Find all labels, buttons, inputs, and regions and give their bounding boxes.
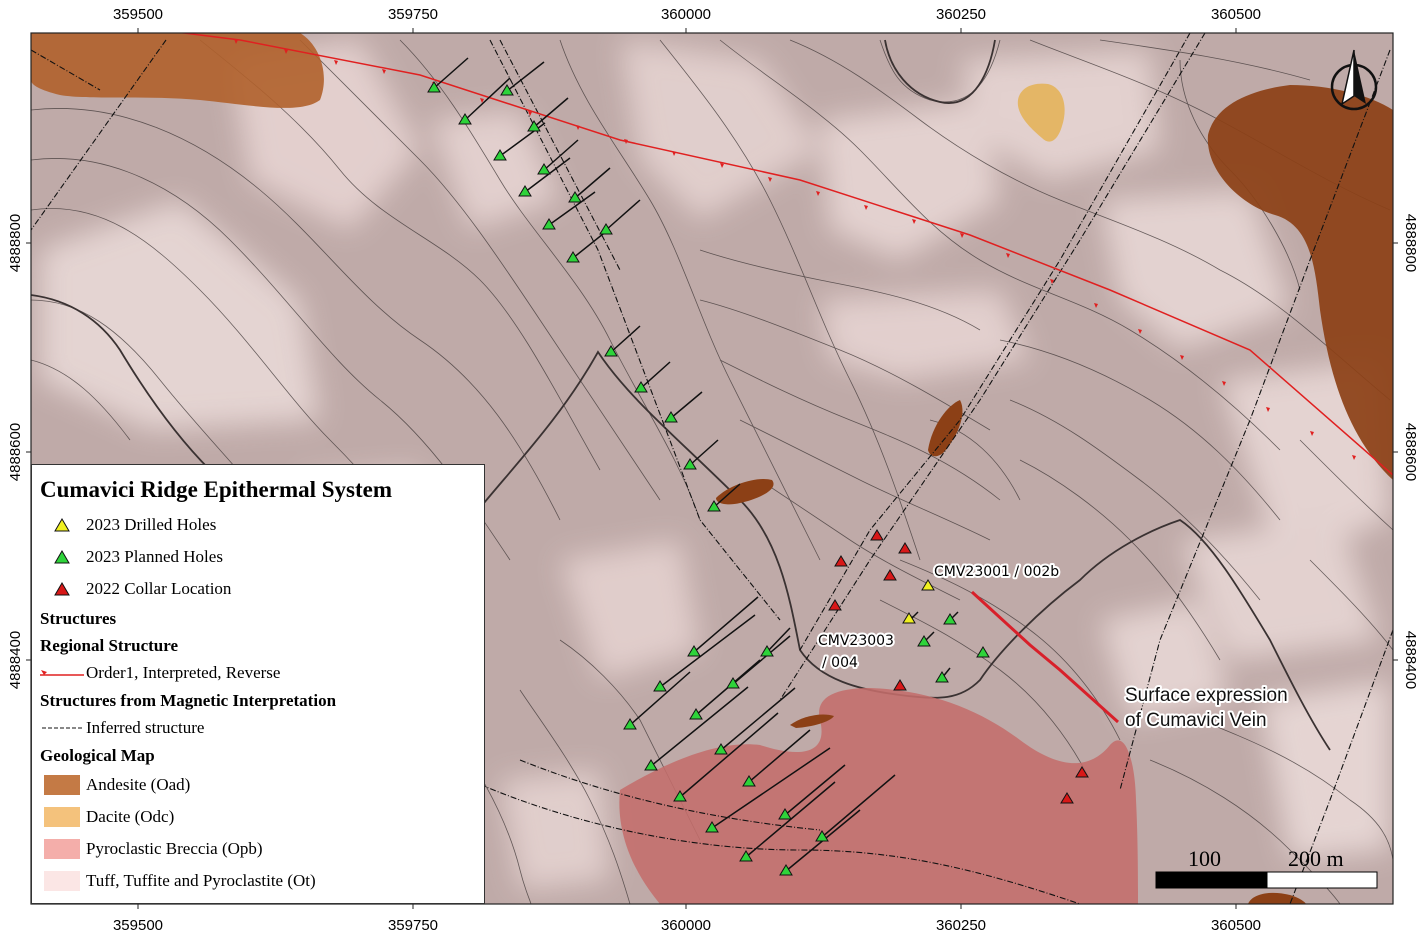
drilled-2023-marker [921, 579, 935, 591]
andesite-unit-nw [31, 33, 324, 108]
regional-reverse-fault [177, 33, 1393, 476]
legend-title: Cumavici Ridge Epithermal System [40, 477, 393, 502]
planned-holes-label-2: / 004 [822, 655, 858, 671]
dacite-swatch [40, 807, 84, 827]
frame-ticks [26, 28, 1398, 909]
y-axis-right: 4888800 4888600 4888400 [1402, 214, 1419, 689]
tuff-swatch-fill [44, 871, 80, 891]
andesite-swatch-fill [44, 775, 80, 795]
drilled-2023-markers [902, 579, 935, 624]
dacite-unit [1017, 83, 1065, 142]
scale-bar: 100 200 m [1155, 846, 1378, 889]
collar-2022-marker [1060, 792, 1074, 804]
cumavici-vein-trace [970, 590, 1120, 724]
x-tick-label: 360250 [936, 917, 986, 934]
drilled-label-halo: CMV23001 / 002b [934, 564, 1059, 580]
collar-2022-marker [883, 569, 897, 581]
map-legend: Cumavici Ridge Epithermal System 2023 Dr… [31, 464, 485, 904]
legend-item-planned: 2023 Planned Holes [40, 541, 484, 573]
collar-2022-markers [828, 529, 1089, 804]
legend-item-reverse-fault: Order1, Interpreted, Reverse [40, 659, 484, 687]
andesite-lens-3 [790, 714, 834, 728]
legend-item-inferred-structure: Inferred structure [40, 714, 484, 742]
vein-label-halo-1: Surface expression [1125, 685, 1288, 706]
andesite-lens-2 [716, 478, 774, 505]
drilled-2023-marker [902, 612, 916, 624]
green-triangle-icon [40, 547, 84, 567]
dacite-swatch-fill [44, 807, 80, 827]
y-tick-label: 4888600 [1402, 423, 1419, 481]
drilled-holes-label: CMV23001 / 002b [934, 564, 1059, 580]
y-axis-left: 4888800 4888600 4888400 [7, 214, 24, 689]
legend-label: Inferred structure [86, 718, 205, 737]
planned-label-halo-2: / 004 [822, 655, 858, 671]
legend-label: 2023 Planned Holes [86, 547, 223, 566]
legend-label: Andesite (Oad) [86, 775, 191, 794]
collar-2022-marker [834, 555, 848, 567]
legend-item-andesite: Andesite (Oad) [40, 769, 484, 801]
legend-header-magnetic: Structures from Magnetic Interpretation [40, 691, 337, 710]
legend-item-tuff: Tuff, Tuffite and Pyroclastite (Ot) [40, 865, 484, 897]
x-tick-label: 359750 [388, 917, 438, 934]
collar-2022-marker [898, 542, 912, 554]
vein-label-line-2: of Cumavici Vein [1125, 710, 1267, 731]
north-arrow-icon [1330, 49, 1378, 111]
y-tick-label: 4888800 [1402, 214, 1419, 272]
legend-label: 2022 Collar Location [86, 579, 232, 598]
tuff-swatch [40, 871, 84, 891]
x-axis-bottom: 359500 359750 360000 360250 360500 [113, 917, 1261, 934]
y-tick-label: 4888800 [7, 214, 24, 272]
andesite-swatch [40, 775, 84, 795]
dashed-line-icon [40, 718, 84, 738]
legend-label: Tuff, Tuffite and Pyroclastite (Ot) [86, 871, 316, 890]
collar-2022-marker [828, 599, 842, 611]
x-tick-label: 360250 [936, 6, 986, 23]
y-tick-label: 4888400 [1402, 631, 1419, 689]
legend-item-pyroclastic-breccia: Pyroclastic Breccia (Opb) [40, 833, 484, 865]
legend-label: 2023 Drilled Holes [86, 515, 217, 534]
x-tick-label: 360000 [661, 917, 711, 934]
breccia-swatch [40, 839, 84, 859]
x-axis-top: 359500 359750 360000 360250 360500 [113, 6, 1261, 23]
legend-label: Pyroclastic Breccia (Opb) [86, 839, 263, 858]
pyroclastic-breccia-unit [619, 688, 1138, 904]
x-tick-label: 360000 [661, 6, 711, 23]
breccia-swatch-fill [44, 839, 80, 859]
scale-label-mid: 100 [1188, 846, 1221, 871]
vein-label-line-1: Surface expression [1125, 685, 1288, 706]
planned-label-halo-1: CMV23003 [818, 633, 894, 649]
x-tick-label: 359750 [388, 6, 438, 23]
legend-header-geology: Geological Map [40, 746, 155, 765]
scale-label-end: 200 m [1288, 846, 1344, 871]
collar-2022-marker [893, 679, 907, 691]
reverse-fault-icon [40, 663, 84, 683]
x-tick-label: 360500 [1211, 6, 1261, 23]
hillshade-highlights [40, 40, 1390, 890]
planned-holes-label-1: CMV23003 [818, 633, 894, 649]
legend-label: Order1, Interpreted, Reverse [86, 663, 281, 682]
vein-label-halo-2: of Cumavici Vein [1125, 710, 1267, 731]
x-tick-label: 359500 [113, 917, 163, 934]
y-tick-label: 4888600 [7, 423, 24, 481]
y-tick-label: 4888400 [7, 631, 24, 689]
legend-item-dacite: Dacite (Odc) [40, 801, 484, 833]
andesite-unit-ne [1207, 85, 1393, 480]
planned-2023-markers [427, 81, 990, 876]
legend-label: Dacite (Odc) [86, 807, 175, 826]
collar-2022-marker [1075, 766, 1089, 778]
legend-item-drilled: 2023 Drilled Holes [40, 509, 484, 541]
red-triangle-icon [40, 579, 84, 599]
legend-header-structures: Structures [40, 609, 117, 628]
andesite-lens-1 [928, 400, 963, 457]
collar-2022-marker [870, 529, 884, 541]
legend-item-collar-2022: 2022 Collar Location [40, 573, 484, 605]
legend-header-regional: Regional Structure [40, 636, 179, 655]
x-tick-label: 359500 [113, 6, 163, 23]
yellow-triangle-icon [40, 515, 84, 535]
x-tick-label: 360500 [1211, 917, 1261, 934]
